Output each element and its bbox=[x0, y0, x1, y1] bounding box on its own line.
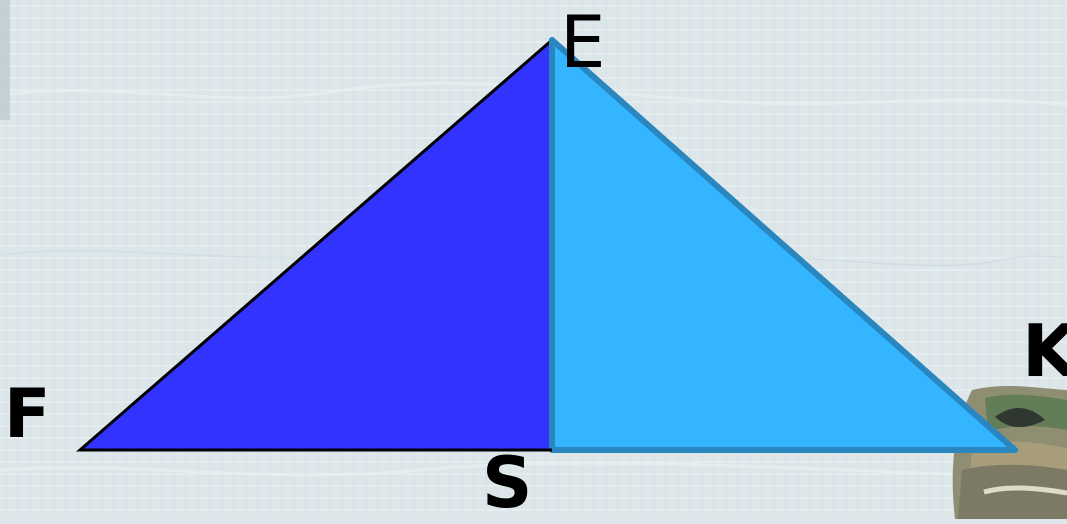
left-edge-strip bbox=[0, 0, 10, 120]
label-e: E bbox=[560, 0, 606, 84]
label-s: S bbox=[482, 442, 533, 524]
label-f: F bbox=[4, 375, 51, 454]
label-k: K bbox=[1022, 309, 1067, 393]
